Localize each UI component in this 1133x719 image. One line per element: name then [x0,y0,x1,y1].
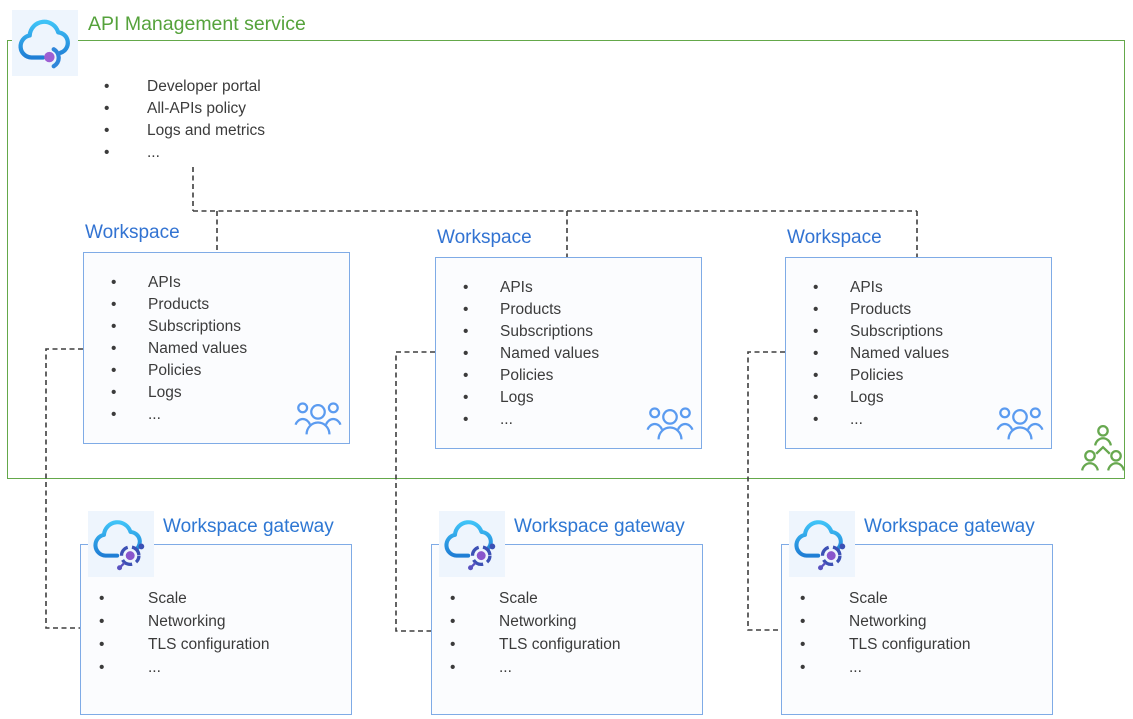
list-item: Logs [84,382,349,404]
api-management-icon-tile [12,10,78,76]
gateway-3-card: Scale Networking TLS configuration ... [781,544,1053,715]
list-item: APIs [436,277,701,299]
list-item: APIs [84,272,349,294]
list-item: Logs [786,387,1051,409]
organization-people-icon [1081,424,1125,471]
list-item: Named values [436,343,701,365]
list-item: Policies [786,365,1051,387]
list-item: ... [432,656,702,679]
list-item: Named values [84,338,349,360]
workspace-3-title: Workspace [787,227,882,248]
list-item: Networking [782,610,1052,633]
service-feature-list: Developer portal All-APIs policy Logs an… [90,76,265,164]
list-item: Networking [432,610,702,633]
workspace-1-title: Workspace [85,222,180,243]
list-item: Policies [84,360,349,382]
list-item: ... [436,409,701,431]
workspace-gateway-cloud-icon [93,520,145,571]
gateway-feature-list: Scale Networking TLS configuration ... [81,587,351,679]
list-item: ... [81,656,351,679]
service-title: API Management service [88,13,306,35]
list-item: TLS configuration [782,633,1052,656]
api-management-service-boundary [7,40,1125,479]
workspace-gateway-cloud-icon [444,520,496,571]
list-item: Named values [786,343,1051,365]
list-item: ... [786,409,1051,431]
workspace-2-card: APIs Products Subscriptions Named values… [435,257,702,449]
list-item: Products [786,299,1051,321]
list-item: Subscriptions [436,321,701,343]
list-item: Subscriptions [84,316,349,338]
list-item: Products [436,299,701,321]
workspace-3-card: APIs Products Subscriptions Named values… [785,257,1052,449]
list-item: Scale [432,587,702,610]
list-item: ... [782,656,1052,679]
gateway-feature-list: Scale Networking TLS configuration ... [432,587,702,679]
api-management-cloud-icon [18,19,70,69]
gateway-1-title: Workspace gateway [163,516,334,537]
list-item: Products [84,294,349,316]
workspace-feature-list: APIs Products Subscriptions Named values… [84,272,349,426]
list-item: TLS configuration [81,633,351,656]
workspace-feature-list: APIs Products Subscriptions Named values… [786,277,1051,431]
list-item: Developer portal [90,76,265,98]
list-item: Logs [436,387,701,409]
workspace-2-title: Workspace [437,227,532,248]
list-item: APIs [786,277,1051,299]
list-item: ... [84,404,349,426]
workspace-gateway-icon-tile [88,511,154,577]
workspace-feature-list: APIs Products Subscriptions Named values… [436,277,701,431]
list-item: All-APIs policy [90,98,265,120]
list-item: Scale [782,587,1052,610]
list-item: Logs and metrics [90,120,265,142]
list-item: ... [90,142,265,164]
list-item: Subscriptions [786,321,1051,343]
list-item: Scale [81,587,351,610]
gateway-2-title: Workspace gateway [514,516,685,537]
workspace-gateway-icon-tile [789,511,855,577]
gateway-3-title: Workspace gateway [864,516,1035,537]
workspace-gateway-cloud-icon [794,520,846,571]
list-item: TLS configuration [432,633,702,656]
workspace-1-card: APIs Products Subscriptions Named values… [83,252,350,444]
workspace-gateway-icon-tile [439,511,505,577]
gateway-feature-list: Scale Networking TLS configuration ... [782,587,1052,679]
list-item: Policies [436,365,701,387]
list-item: Networking [81,610,351,633]
